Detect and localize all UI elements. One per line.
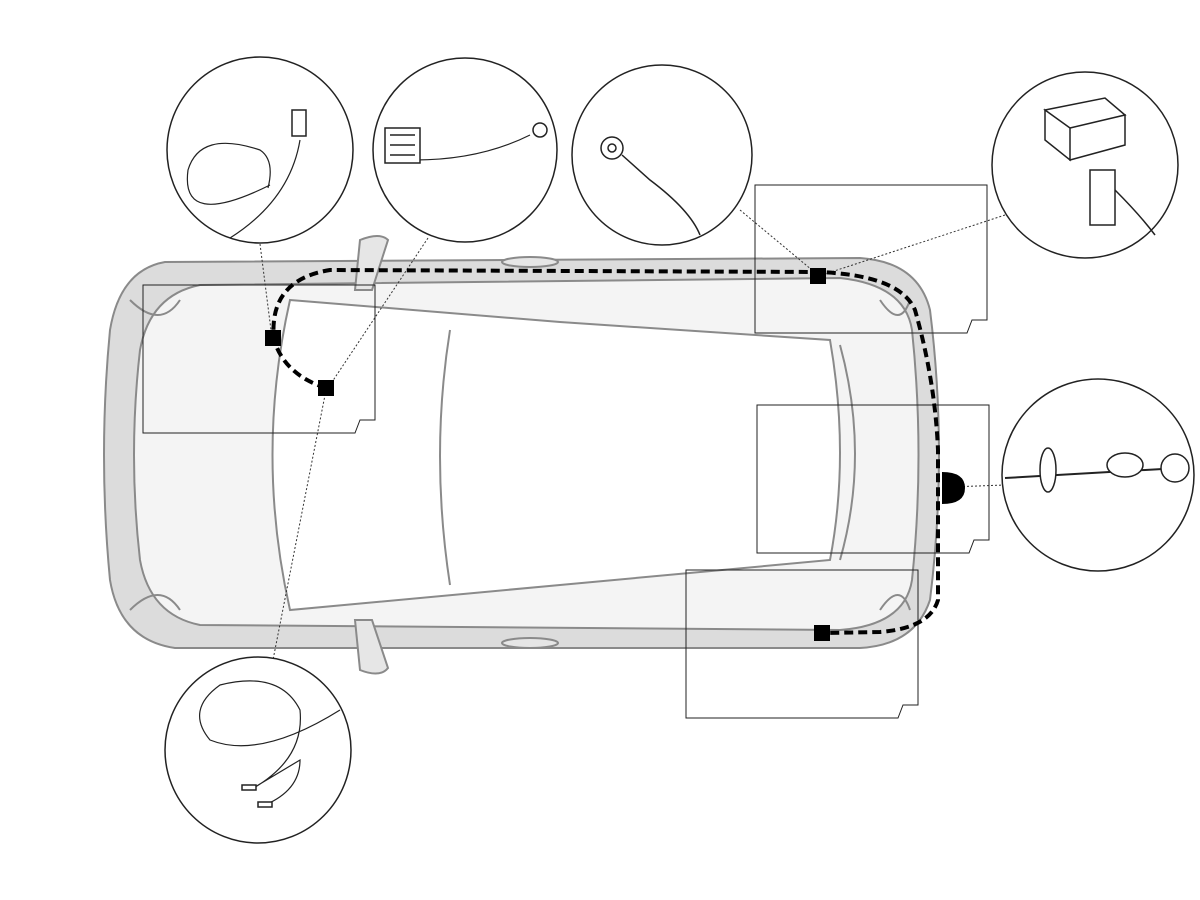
car-top-view [103,235,940,675]
socket-plug [942,472,965,504]
callout-boxes [142,184,990,719]
callout-box-rear-center [756,404,990,554]
connector-front-left [265,330,281,346]
harness-connectors [265,268,965,641]
callout-box-rear-top [754,184,988,334]
connector-front-mid [318,380,334,396]
detail-ring-terminal [571,64,753,246]
detail-harness-connector [166,56,354,244]
detail-control-module [991,71,1179,259]
connector-rear-top [810,268,826,284]
detail-connector-ring-terminal [372,57,558,243]
detail-splice-connector [164,656,352,844]
callout-box-front [142,284,376,434]
detail-socket-plug [1001,378,1195,572]
callout-box-rear-bottom [685,569,919,719]
connector-rear-bottom [814,625,830,641]
